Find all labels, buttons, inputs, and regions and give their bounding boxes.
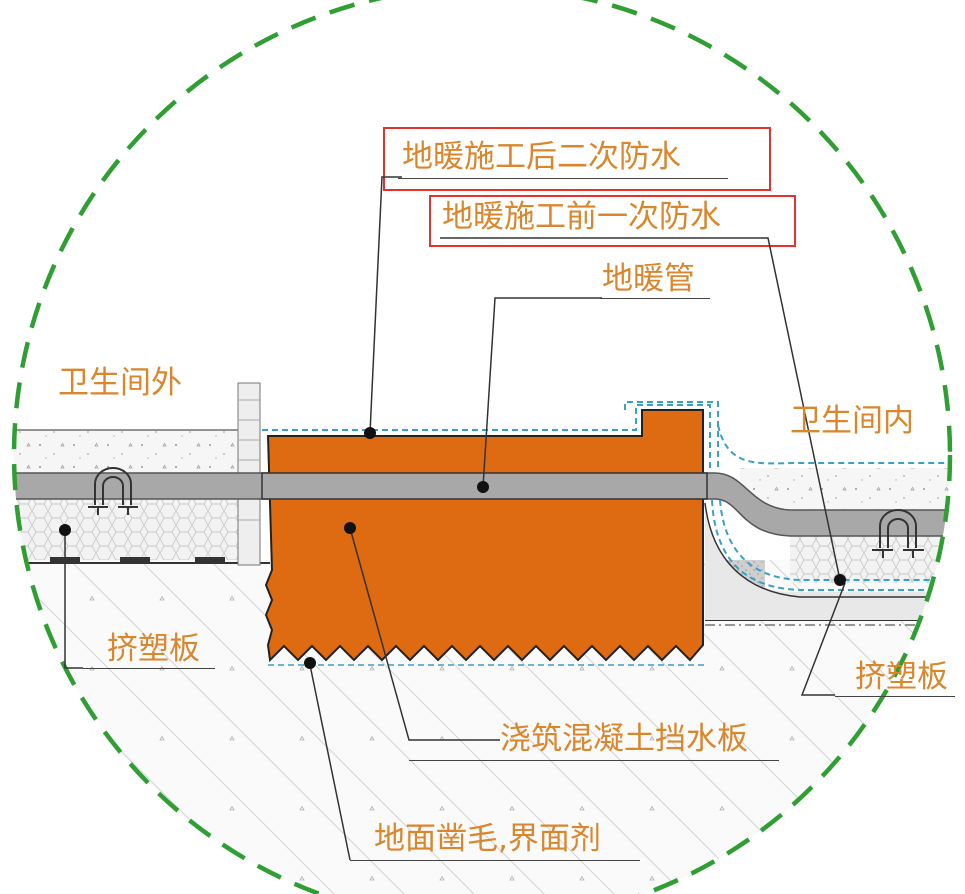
waterproof-layers <box>262 401 950 591</box>
heating-pipe-right <box>699 472 950 537</box>
underline-after-waterproof <box>398 178 728 179</box>
underline-xps-left <box>83 668 215 669</box>
label-after-waterproof: 地暖施工后二次防水 <box>402 139 681 175</box>
left-xps-board <box>14 495 240 560</box>
underline-heating-pipe <box>600 298 710 299</box>
pipe-clip-left-icon <box>88 467 138 515</box>
detail-circle <box>11 0 953 894</box>
right-xps-board <box>790 535 950 583</box>
label-heating-pipe: 地暖管 <box>602 261 695 297</box>
label-xps-left: 挤塑板 <box>107 631 200 667</box>
underline-xps-right <box>835 696 955 697</box>
label-outside-bathroom: 卫生间外 <box>58 365 182 401</box>
leader-dots <box>59 427 846 669</box>
leader-lines <box>64 176 846 861</box>
label-xps-right: 挤塑板 <box>855 659 948 695</box>
label-before-waterproof: 地暖施工前一次防水 <box>442 199 721 235</box>
underline-concrete-board <box>409 760 779 761</box>
heating-pipe-left <box>14 472 269 500</box>
concrete-water-stop-board <box>264 409 704 663</box>
highlight-box-after <box>383 127 771 191</box>
pipe-clip-right-icon <box>872 509 924 558</box>
left-screed <box>14 430 240 475</box>
highlight-box-before <box>429 195 796 247</box>
label-floor-roughening: 地面凿毛,界面剂 <box>374 821 601 857</box>
label-concrete-board: 浇筑混凝土挡水板 <box>500 721 748 757</box>
label-inside-bathroom: 卫生间内 <box>790 403 914 439</box>
underline-floor-roughening <box>350 860 640 861</box>
